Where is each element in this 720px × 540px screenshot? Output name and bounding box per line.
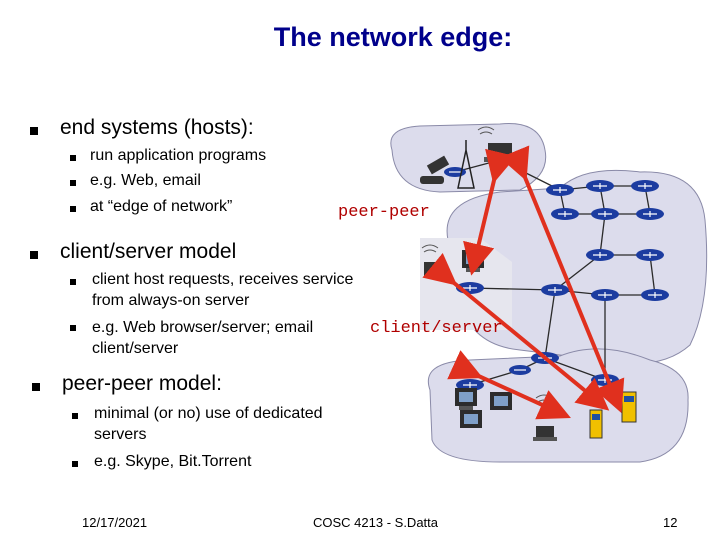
laptop-icon bbox=[484, 143, 516, 162]
sub-bullet-marker bbox=[70, 325, 76, 331]
peer-peer-arrow bbox=[463, 148, 517, 276]
pda-icon bbox=[424, 262, 436, 278]
mobile-phone-icon bbox=[426, 155, 450, 175]
sub-bullet-text: e.g. Skype, Bit.Torrent bbox=[94, 453, 252, 470]
slide-title: The network edge: bbox=[273, 22, 513, 52]
sub-bullet-marker bbox=[70, 279, 76, 285]
wireless-signal-icon bbox=[477, 126, 495, 135]
sub-bullet-marker bbox=[72, 461, 78, 467]
bullet-peer-peer: peer-peer model: bbox=[62, 372, 222, 395]
footer-date: 12/17/2021 bbox=[82, 515, 148, 530]
sub-bullet-marker bbox=[70, 155, 76, 161]
bullet-marker bbox=[30, 127, 38, 135]
sub-bullet-text: e.g. Web, email bbox=[90, 172, 201, 189]
car-icon bbox=[420, 176, 444, 184]
footer-page-number: 12 bbox=[663, 515, 678, 530]
peer-peer-arrow bbox=[499, 145, 625, 414]
desktop-computer-icon bbox=[490, 392, 512, 410]
bullet-end-systems: end systems (hosts): bbox=[60, 116, 254, 139]
sub-bullet-text: client host requests, receives service bbox=[92, 271, 354, 288]
sub-bullet-text-continued: from always-on server bbox=[92, 292, 250, 309]
bullet-marker bbox=[30, 251, 38, 259]
sub-bullet-marker bbox=[72, 413, 78, 419]
sub-bullet-text: at “edge of network” bbox=[90, 198, 233, 215]
bullet-marker bbox=[32, 383, 40, 391]
client-server-label: client/server bbox=[370, 319, 503, 338]
server-icon bbox=[621, 391, 637, 423]
sub-bullet-text: run application programs bbox=[90, 147, 267, 164]
sub-bullet-marker bbox=[70, 206, 76, 212]
bullet-client-server: client/server model bbox=[60, 240, 237, 263]
wireless-signal-icon bbox=[421, 244, 439, 253]
footer-course: COSC 4213 - S.Datta bbox=[313, 515, 438, 530]
peer-peer-label: peer-peer bbox=[338, 203, 430, 222]
sub-bullet-text-continued: client/server bbox=[92, 340, 179, 357]
desktop-computer-icon bbox=[460, 410, 482, 428]
server-icon bbox=[589, 409, 603, 439]
sub-bullet-text: minimal (or no) use of dedicated bbox=[94, 405, 323, 422]
sub-bullet-marker bbox=[70, 180, 76, 186]
laptop-icon bbox=[533, 426, 557, 441]
connection-arrows bbox=[422, 145, 625, 420]
sub-bullet-text-continued: servers bbox=[94, 426, 147, 443]
sub-bullet-text: e.g. Web browser/server; email bbox=[92, 319, 314, 336]
